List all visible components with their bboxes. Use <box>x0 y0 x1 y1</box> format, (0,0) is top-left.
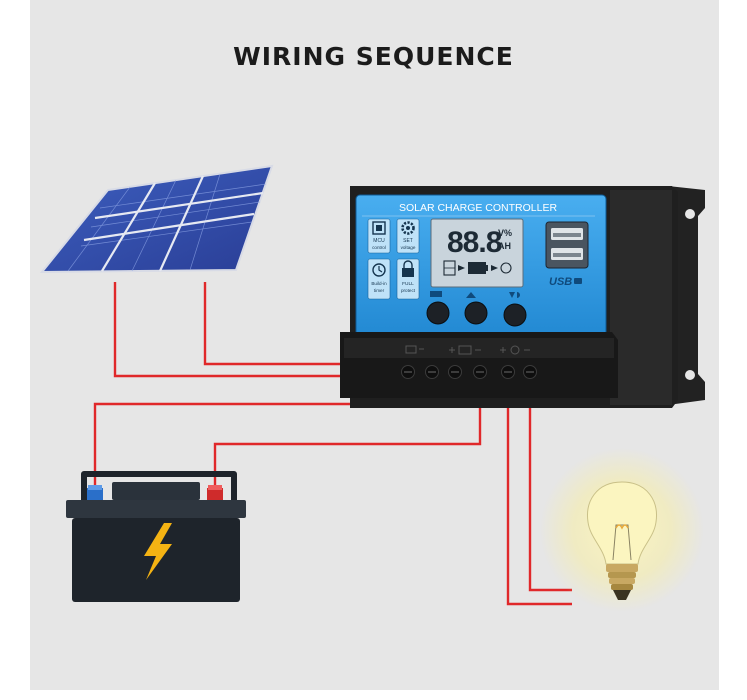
controller-name: SOLAR CHARGE CONTROLLER <box>399 202 558 214</box>
lcd-panel-icon <box>443 260 456 276</box>
battery-icon <box>66 471 246 602</box>
terminal-load-symbol <box>500 345 530 355</box>
usb-ports[interactable] <box>545 221 589 269</box>
down-button[interactable] <box>503 303 527 327</box>
icon-tile-protect: FULL protect <box>396 258 420 300</box>
button-labels <box>430 291 520 298</box>
terminal-screws <box>401 365 537 379</box>
chip-icon <box>372 221 386 235</box>
lcd-display: 88.8 V% AH <box>430 218 524 288</box>
light-bulb-icon <box>540 448 704 612</box>
up-button[interactable] <box>464 301 488 325</box>
lcd-unit-bottom: AH <box>498 241 511 251</box>
svg-text:timer: timer <box>374 288 385 293</box>
svg-text:voltage: voltage <box>401 245 416 250</box>
lcd-arrow-icon <box>458 265 465 271</box>
svg-text:FULL: FULL <box>402 281 414 287</box>
charge-controller: SOLAR CHARGE CONTROLLER MCU control SET <box>340 186 705 408</box>
usb-label: USB <box>549 276 572 288</box>
icon-tile-mcu: MCU control <box>367 218 391 254</box>
icon-tile-timer: Build-in timer <box>367 258 391 300</box>
down-arrow-icon <box>509 292 520 298</box>
diagram-title: WIRING SEQUENCE <box>233 42 514 71</box>
lcd-battery-icon <box>468 262 488 274</box>
svg-text:SET: SET <box>403 238 413 244</box>
svg-text:MCU: MCU <box>373 238 385 244</box>
terminal-battery-symbol <box>449 345 481 355</box>
up-arrow-icon <box>466 292 476 298</box>
wire-load-negative <box>528 378 572 592</box>
gear-icon <box>401 221 415 235</box>
menu-button[interactable] <box>426 301 450 325</box>
lcd-unit-top: V% <box>498 228 512 238</box>
solar-panel-icon <box>39 164 274 274</box>
svg-text:Build-in: Build-in <box>371 281 387 286</box>
clock-icon <box>372 263 386 277</box>
lightning-bolt-icon <box>144 523 172 580</box>
wire-load-positive <box>506 378 572 606</box>
lcd-bulb-icon <box>500 262 512 274</box>
icon-tile-set: SET voltage <box>396 218 420 254</box>
svg-text:protect: protect <box>401 288 416 293</box>
menu-icon <box>430 291 442 297</box>
wire-battery-negative <box>213 378 482 486</box>
lock-icon <box>402 260 414 277</box>
terminal-solar-symbol <box>405 345 424 354</box>
lcd-arrow-icon <box>491 265 498 271</box>
wire-solar-negative <box>113 282 413 378</box>
svg-text:control: control <box>372 245 386 250</box>
usb-icon <box>574 278 582 284</box>
lcd-digits: 88.8 <box>447 226 502 259</box>
